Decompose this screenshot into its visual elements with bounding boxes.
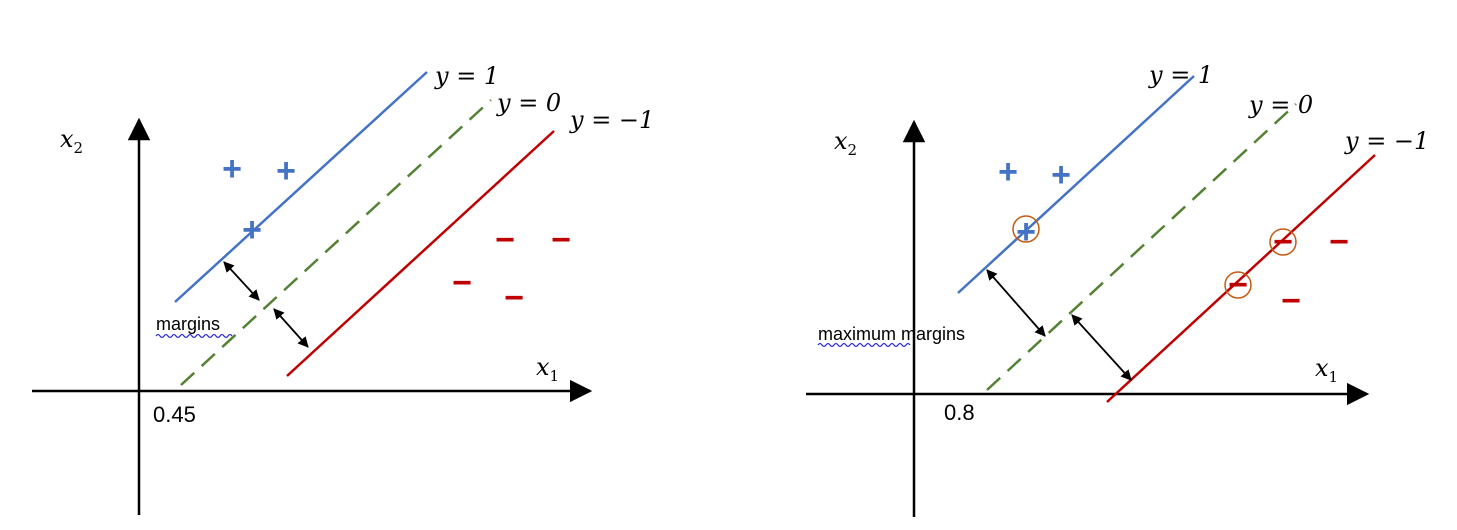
left-negative-point: − xyxy=(551,221,571,259)
right-support-vector-circle xyxy=(1012,215,1040,243)
left-margins-label: margins xyxy=(156,314,220,334)
right-support-vector-circle xyxy=(1224,271,1252,299)
left-intercept-label: 0.45 xyxy=(153,402,196,427)
right-negative-point: − xyxy=(1281,282,1301,320)
right-support-vector-negative: − xyxy=(1228,266,1248,304)
right-x1-label: x1 xyxy=(1315,354,1338,386)
left-negative-point: − xyxy=(504,279,524,317)
left-margin-arrow-1 xyxy=(223,261,260,301)
left-negative-point: − xyxy=(495,221,515,259)
left-x2-label: x2 xyxy=(60,125,83,157)
right-label-y-neg1: y = −1 xyxy=(1344,127,1429,155)
left-line-y-pos1 xyxy=(174,71,428,303)
right-line-y-pos1 xyxy=(957,75,1195,294)
left-line-y-neg1 xyxy=(286,130,555,377)
right-margin-arrow-2 xyxy=(1071,314,1132,381)
right-label-y-zero: y = 0 xyxy=(1248,91,1313,119)
left-panel: x1 x2 y = 1 y = 0 y = −1 margins 0.45 + … xyxy=(32,62,654,515)
left-positive-point: + xyxy=(242,211,262,249)
right-positive-point: + xyxy=(998,153,1018,191)
right-margin-arrow-1 xyxy=(986,269,1046,337)
right-spellcheck-squiggle xyxy=(817,342,911,348)
right-intercept-label: 0.8 xyxy=(944,400,975,425)
right-margins-label: maximum margins xyxy=(818,324,965,344)
left-x1-label: x1 xyxy=(536,353,559,385)
left-label-y-pos1: y = 1 xyxy=(434,62,499,90)
right-positive-point: + xyxy=(1051,156,1071,194)
right-line-y-zero xyxy=(986,103,1297,391)
left-negative-point: − xyxy=(452,264,472,302)
left-label-y-neg1: y = −1 xyxy=(569,106,654,134)
left-positive-point: + xyxy=(276,152,296,190)
left-margin-arrow-2 xyxy=(273,308,309,348)
left-positive-point: + xyxy=(222,150,242,188)
right-support-vector-circle xyxy=(1269,228,1297,256)
right-line-y-neg1 xyxy=(1106,154,1376,403)
right-support-vector-negative: − xyxy=(1273,223,1293,261)
right-x2-label: x2 xyxy=(834,127,857,159)
right-panel: x1 x2 y = 1 y = 0 y = −1 maximum margins… xyxy=(806,61,1429,517)
left-label-y-zero: y = 0 xyxy=(496,89,561,117)
right-negative-point: − xyxy=(1329,223,1349,261)
left-line-y-zero xyxy=(180,99,492,386)
right-label-y-pos1: y = 1 xyxy=(1148,61,1213,89)
left-spellcheck-squiggle xyxy=(155,333,233,339)
